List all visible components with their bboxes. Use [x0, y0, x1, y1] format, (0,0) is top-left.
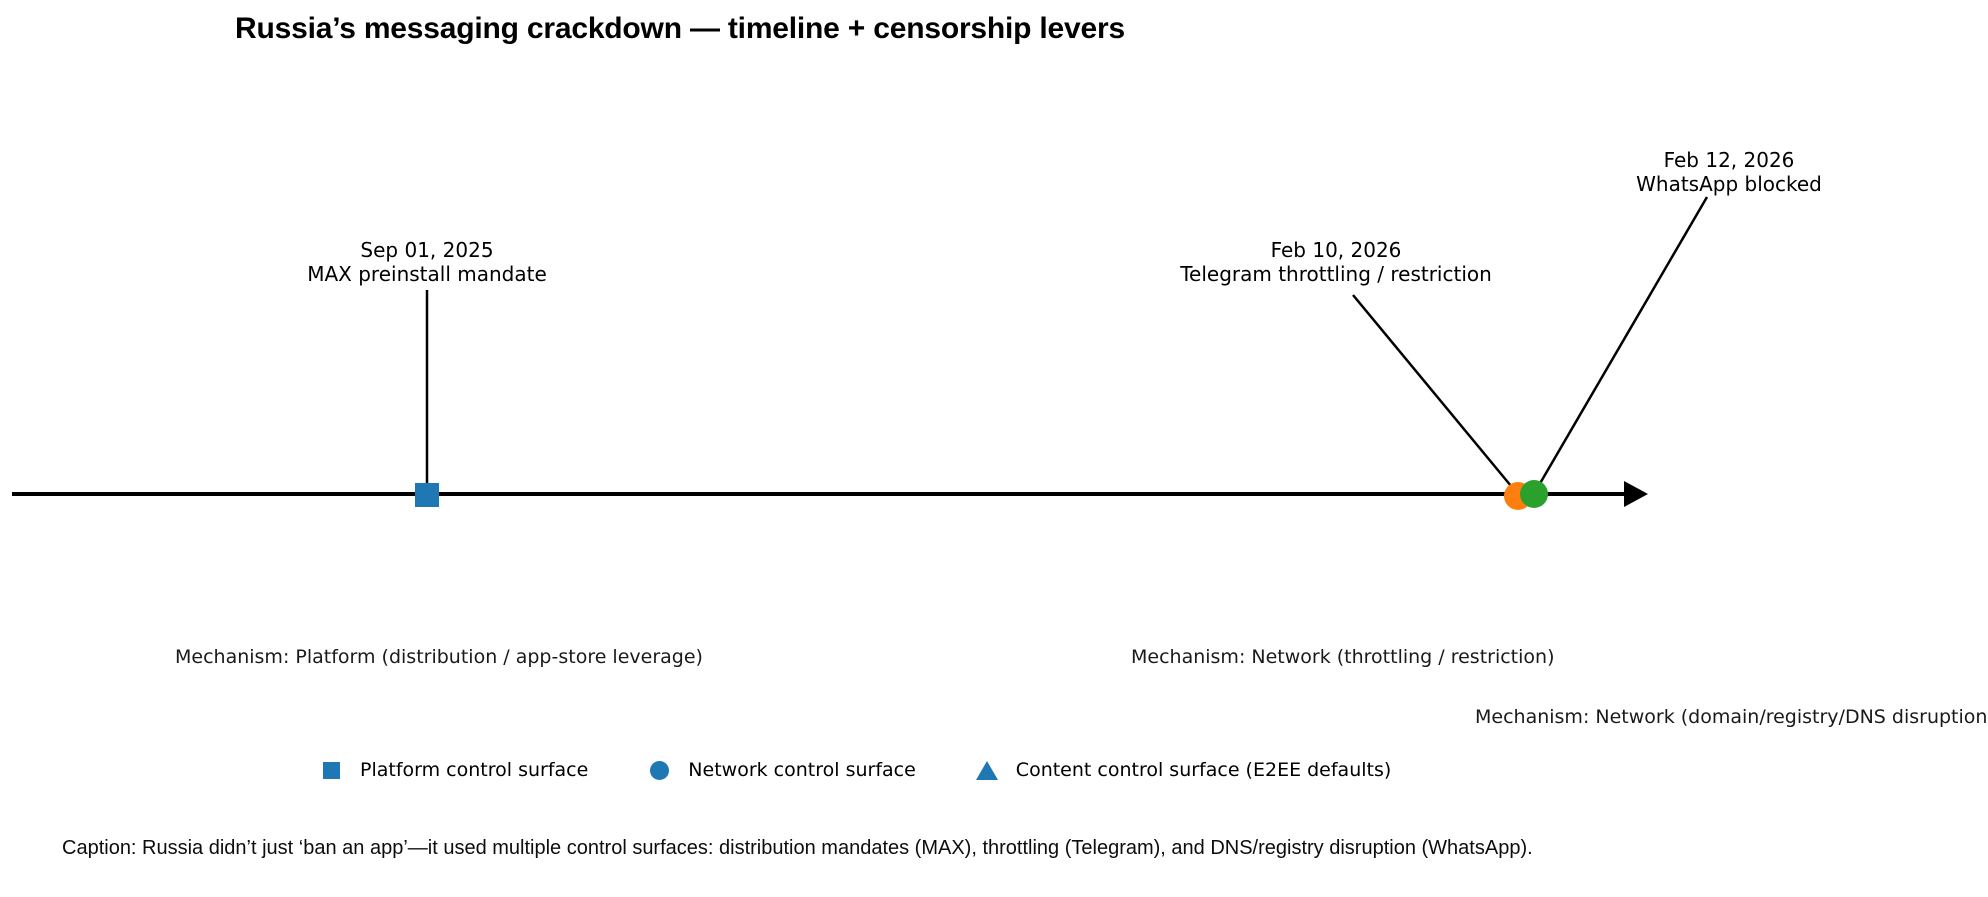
mechanism-note-platform: Mechanism: Platform (distribution / app-… — [175, 646, 703, 668]
leader-line-event-2 — [1352, 294, 1517, 493]
timeline-marker-platform[interactable] — [415, 483, 439, 507]
annotation-date-2: Feb 10, 2026 — [1270, 238, 1402, 262]
annotation-event-1: Sep 01, 2025 MAX preinstall mandate — [307, 238, 547, 286]
mechanism-note-network-dns: Mechanism: Network (domain/registry/DNS … — [1475, 706, 1988, 728]
page-title: Russia’s messaging crackdown — timeline … — [235, 12, 1125, 45]
circle-marker-icon — [646, 757, 672, 783]
legend-item-platform[interactable]: Platform control surface — [318, 757, 588, 783]
annotation-date-1: Sep 01, 2025 — [360, 238, 494, 262]
annotation-label-2: Telegram throttling / restriction — [1180, 262, 1492, 286]
legend: Platform control surface Network control… — [318, 757, 1391, 783]
legend-label-network: Network control surface — [688, 759, 916, 781]
legend-label-content: Content control surface (E2EE defaults) — [1015, 759, 1392, 781]
mechanism-note-network-throttle: Mechanism: Network (throttling / restric… — [1131, 646, 1555, 668]
timeline-axis — [12, 481, 1648, 507]
annotation-event-3: Feb 12, 2026 WhatsApp blocked — [1636, 148, 1822, 196]
legend-item-network[interactable]: Network control surface — [646, 757, 916, 783]
annotation-label-1: MAX preinstall mandate — [307, 262, 547, 286]
figure-caption: Caption: Russia didn’t just ‘ban an app’… — [62, 837, 1533, 859]
legend-label-platform: Platform control surface — [360, 759, 589, 781]
annotation-date-3: Feb 12, 2026 — [1663, 148, 1795, 172]
legend-item-content[interactable]: Content control surface (E2EE defaults) — [974, 757, 1391, 783]
square-marker-icon — [318, 757, 344, 783]
timeline-arrowhead-icon — [1624, 481, 1648, 507]
leader-line-event-3 — [1533, 196, 1709, 493]
timeline-marker-whatsapp[interactable] — [1520, 480, 1548, 508]
annotation-event-2: Feb 10, 2026 Telegram throttling / restr… — [1180, 238, 1492, 286]
annotation-label-3: WhatsApp blocked — [1636, 172, 1822, 196]
triangle-marker-icon — [974, 757, 1000, 783]
